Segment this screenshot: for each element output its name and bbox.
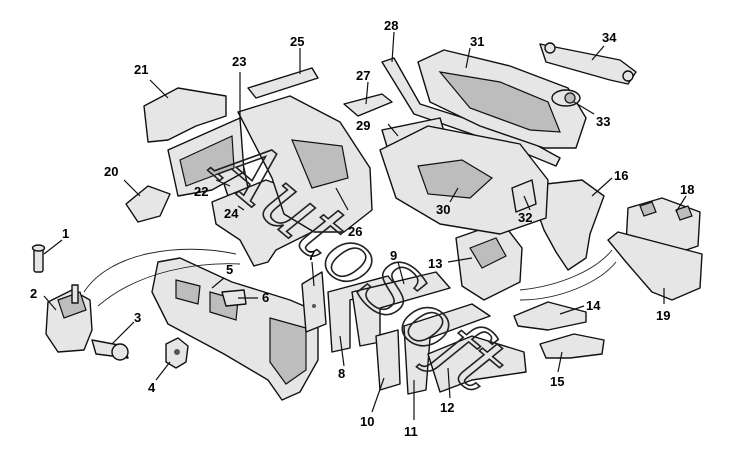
- callout-27: 27: [356, 68, 370, 83]
- part-26: [237, 95, 373, 233]
- leader-lines: [43, 31, 687, 420]
- callout-31: 31: [470, 34, 484, 49]
- callout-19: 19: [656, 308, 670, 323]
- part-1: [31, 244, 46, 273]
- part-25: [247, 67, 319, 99]
- callout-14: 14: [586, 298, 601, 313]
- callouts: 1 2 3 4 5 6 7 8 9 10 11 12 13 14 15 16 1…: [30, 18, 694, 439]
- callout-1: 1: [62, 226, 69, 241]
- callout-25: 25: [290, 34, 304, 49]
- callout-21: 21: [134, 62, 148, 77]
- part-3: [91, 339, 129, 361]
- part-10: [375, 329, 401, 391]
- part-12: [427, 335, 527, 393]
- part-14: [513, 301, 587, 331]
- callout-24: 24: [224, 206, 239, 221]
- part-6: [221, 289, 247, 307]
- callout-3: 3: [134, 310, 141, 325]
- callout-20: 20: [104, 164, 118, 179]
- callout-2: 2: [30, 286, 37, 301]
- callout-6: 6: [262, 290, 269, 305]
- part-11: [403, 303, 491, 395]
- part-20: [125, 185, 171, 223]
- part-30: [379, 125, 549, 235]
- callout-23: 23: [232, 54, 246, 69]
- callout-32: 32: [518, 210, 532, 225]
- part-31: [417, 49, 587, 149]
- part-2: [45, 284, 93, 353]
- callout-26: 26: [348, 224, 362, 239]
- callout-29: 29: [356, 118, 370, 133]
- harness-wire-2: [97, 263, 241, 307]
- callout-22: 22: [194, 184, 208, 199]
- callout-30: 30: [436, 202, 450, 217]
- part-19: [607, 231, 703, 301]
- callout-4: 4: [148, 380, 156, 395]
- part-9: [351, 271, 451, 347]
- callout-8: 8: [338, 366, 345, 381]
- callout-9: 9: [390, 248, 397, 263]
- part-23: [167, 117, 245, 197]
- callout-7: 7: [308, 248, 315, 263]
- part-5: [151, 257, 319, 401]
- part-21: [143, 87, 227, 143]
- callout-15: 15: [550, 374, 564, 389]
- callout-34: 34: [602, 30, 617, 45]
- callout-5: 5: [226, 262, 233, 277]
- part-27: [343, 93, 393, 117]
- part-34: [539, 42, 637, 85]
- callout-28: 28: [384, 18, 398, 33]
- part-15: [539, 333, 605, 359]
- harness-wire: [83, 248, 237, 293]
- part-7: [301, 271, 327, 333]
- callout-11: 11: [404, 424, 418, 439]
- callout-33: 33: [596, 114, 610, 129]
- callout-18: 18: [680, 182, 694, 197]
- harness-wire-4: [519, 249, 613, 291]
- harness-wire-3: [519, 261, 617, 301]
- part-13: [455, 221, 523, 301]
- part-33: [551, 89, 581, 107]
- part-8: [327, 275, 397, 353]
- callout-16: 16: [614, 168, 628, 183]
- part-28: [381, 57, 561, 167]
- callout-10: 10: [360, 414, 374, 429]
- callout-13: 13: [428, 256, 442, 271]
- callout-12: 12: [440, 400, 454, 415]
- part-4: [165, 337, 189, 369]
